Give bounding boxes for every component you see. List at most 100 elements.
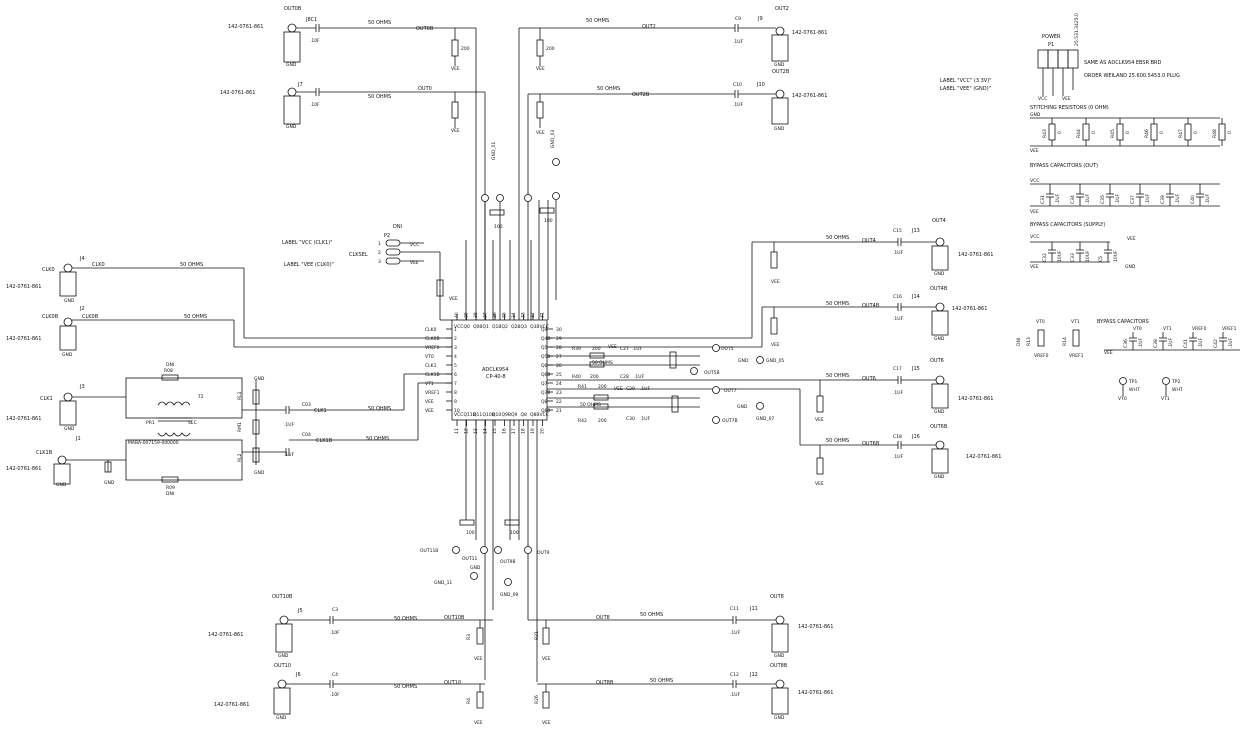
- pin-label: Q7B: [541, 390, 551, 396]
- pin-label: Q6: [541, 363, 548, 369]
- r4-ref: R4: [466, 698, 472, 704]
- out2b-connector: OUT2B GND J10 142-0761-861 C10 .1UF 50 O…: [528, 69, 827, 136]
- gnd-label: GND: [934, 336, 945, 342]
- pin-label: 3: [378, 259, 381, 265]
- pin-label: VCC: [540, 412, 549, 418]
- out8-part: 142-0761-861: [798, 624, 833, 630]
- resistor-ref: R44: [1076, 129, 1082, 138]
- vref1-label: VREF1: [1069, 353, 1084, 359]
- out4-title: OUT4: [932, 218, 946, 224]
- testpoint-icon: [712, 416, 720, 424]
- clk0-ref: J4: [79, 256, 85, 262]
- gnd-label: GND: [104, 480, 115, 486]
- pin-label: 2: [378, 250, 381, 256]
- gnd-label: GND: [934, 271, 945, 277]
- c4-value: .10F: [330, 692, 340, 698]
- gnd-label: GND: [1125, 264, 1136, 270]
- out8b-ohms: 50 OHMS: [650, 678, 673, 684]
- sma-icon: [277, 679, 287, 689]
- c30-ref: C30: [626, 416, 635, 422]
- capacitor-value: .1UF: [1145, 193, 1151, 204]
- resistor-value: 0: [1125, 131, 1131, 134]
- pin-label: Q5: [541, 345, 548, 351]
- out10-ohms: 50 OHMS: [394, 684, 417, 690]
- tp1-net: VT0: [1118, 396, 1127, 402]
- pin-label: CLK1B: [425, 372, 440, 378]
- c9-value: .1UF: [733, 39, 744, 45]
- pin-label: VCC: [454, 412, 463, 418]
- r-value: 200: [590, 374, 599, 380]
- pin-label: CLK1: [425, 363, 437, 369]
- out2b-ohms: 50 OHMS: [597, 86, 620, 92]
- clk1-net: CLK1: [314, 408, 327, 414]
- pin-number: 34: [511, 312, 517, 318]
- sma-icon: [775, 89, 785, 99]
- tp2-color: WHT: [1172, 387, 1183, 393]
- out0-part: 142-0761-861: [220, 90, 255, 96]
- out4b-part: 142-0761-861: [952, 306, 987, 312]
- resistor-icon: [1184, 123, 1192, 141]
- out2-connector: OUT2 GND J9 142-0761-861 C9 .1UF 50 OHMS…: [519, 6, 827, 72]
- c9-ref: C9: [735, 16, 741, 22]
- clk0b-net: CLK0B: [82, 314, 99, 320]
- testpoint-icon: [552, 192, 560, 200]
- r41-ref: R41: [578, 384, 587, 390]
- pin-label: Q8B: [530, 412, 540, 418]
- pin-label: 1: [378, 241, 381, 247]
- c27-value: .1UF: [632, 346, 643, 352]
- capacitor-ref: C40: [1190, 195, 1196, 204]
- power-connector-icon: [1037, 49, 1079, 96]
- out0b-part: 142-0761-861: [228, 24, 263, 30]
- testpoint-icon: [690, 367, 698, 375]
- sma-icon: [935, 237, 945, 247]
- c28-value: .1UF: [634, 374, 645, 380]
- resistor-ref: R45: [1110, 129, 1116, 138]
- sma-icon: [935, 375, 945, 385]
- r26-ref: R26: [534, 695, 540, 704]
- pin-number: 4: [454, 354, 457, 360]
- resistor-value: 0: [1227, 131, 1233, 134]
- testpoint-icon: [494, 546, 502, 554]
- vee-label: VEE: [771, 279, 780, 285]
- out4-ohms: 50 OHMS: [826, 235, 849, 241]
- clksel-jumper: P2 DNI LABEL "VCC (CLK1)" LABEL "VEE (CL…: [282, 224, 458, 321]
- vee-label: VEE: [1127, 236, 1136, 242]
- out0-connector: GND J7 142-0761-861 .10F 50 OHMS OUT0 VE…: [220, 82, 485, 134]
- gnd-label: GND: [738, 358, 749, 364]
- vref0-label: VREF0: [1192, 326, 1207, 332]
- dni-label: DNI: [393, 224, 402, 230]
- out2-ohms: 50 OHMS: [586, 18, 609, 24]
- vcc-label: VCC: [1030, 234, 1039, 240]
- gnd07-label: GND_07: [756, 416, 774, 422]
- pin-number: 8: [454, 390, 457, 396]
- out10b-part: 142-0761-861: [208, 632, 243, 638]
- out10b-ohms: 50 OHMS: [394, 616, 417, 622]
- out6-title: OUT6: [930, 358, 944, 364]
- pin-number: 29: [556, 336, 562, 342]
- pin-number: 33: [521, 312, 527, 318]
- out0-net: OUT0: [418, 86, 432, 92]
- out4-connector: OUT4 GND J13 142-0761-861 C15 .1UF 50 OH…: [547, 218, 993, 339]
- pin-label: VCC: [454, 324, 463, 330]
- vt0-label: VT0: [1133, 326, 1142, 332]
- out6-ohms: 50 OHMS: [826, 373, 849, 379]
- testpoint-icon: [524, 194, 532, 202]
- r-value: 200: [598, 418, 607, 424]
- right-panel: POWER P1 25.531.3425.0 VCC VEE SAME AS A…: [940, 13, 1240, 402]
- c16-value: .1UF: [893, 316, 904, 322]
- out6-connector: OUT6 GND J15 142-0761-861 C17 .1UF 50 OH…: [547, 358, 993, 423]
- pin-number: 6: [454, 372, 457, 378]
- gnd-label: GND: [254, 376, 265, 382]
- pin-number: 3: [454, 345, 457, 351]
- dni-label: DNI: [166, 491, 174, 497]
- pin-label: VT0: [425, 354, 434, 360]
- sec-label: SEC: [188, 420, 197, 426]
- out2b-ref: J10: [756, 82, 765, 88]
- out7b-label: OUT7B: [722, 418, 738, 424]
- out6b-title: OUT6B: [930, 424, 948, 430]
- dni-label: DNI: [1016, 338, 1022, 346]
- r1-value: 200: [461, 46, 470, 52]
- pin-number: 37: [483, 312, 489, 318]
